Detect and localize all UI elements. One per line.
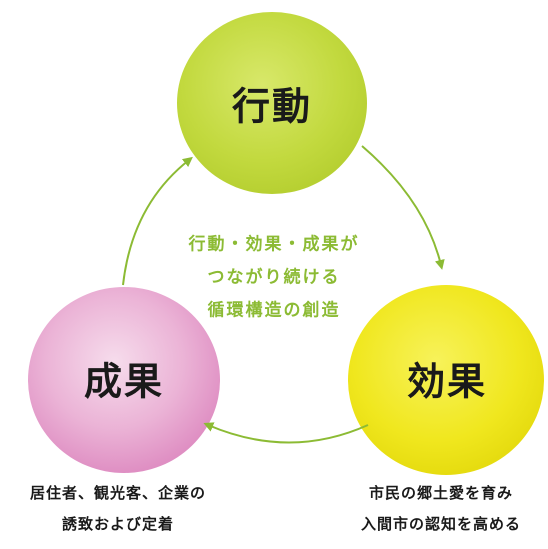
result-caption-line-2: 誘致および定着	[61, 515, 175, 533]
result-caption: 居住者、観光客、企業の 誘致および定着	[30, 478, 206, 540]
effect-caption: 市民の郷土愛を育み 入間市の認知を高める	[361, 478, 521, 540]
effect-caption-line-1: 市民の郷土愛を育み	[368, 484, 514, 502]
center-line-3: 循環構造の創造	[207, 300, 341, 321]
center-text: 行動・効果・成果が つながり続ける 循環構造の創造	[189, 229, 360, 328]
center-line-1: 行動・効果・成果が	[188, 234, 360, 255]
arrow-effect-to-result	[203, 422, 369, 444]
effect-caption-line-2: 入間市の認知を高める	[360, 515, 522, 533]
action-circle	[177, 12, 367, 194]
action-label: 行動	[231, 84, 313, 129]
arrow-result-to-action	[122, 156, 193, 286]
result-caption-line-1: 居住者、観光客、企業の	[29, 484, 207, 502]
result-label: 成果	[83, 359, 165, 404]
effect-circle	[348, 285, 544, 475]
result-circle	[28, 287, 220, 473]
arrow-action-to-effect	[361, 145, 445, 270]
effect-label: 効果	[406, 359, 488, 404]
center-line-2: つながり続ける	[207, 267, 341, 288]
